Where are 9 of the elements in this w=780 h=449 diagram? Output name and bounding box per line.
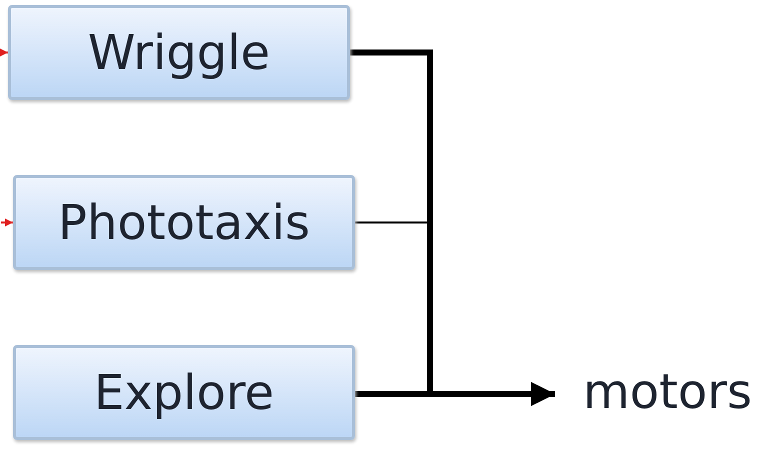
box-label: Phototaxis xyxy=(58,194,310,250)
process-box xyxy=(8,5,350,100)
arrow xyxy=(1,218,13,226)
process-box xyxy=(13,345,355,440)
box-label: Explore xyxy=(94,364,274,420)
output-label: motors xyxy=(560,360,775,424)
arrow xyxy=(0,48,8,56)
box-label: Wriggle xyxy=(88,24,270,80)
process-box xyxy=(13,175,355,270)
